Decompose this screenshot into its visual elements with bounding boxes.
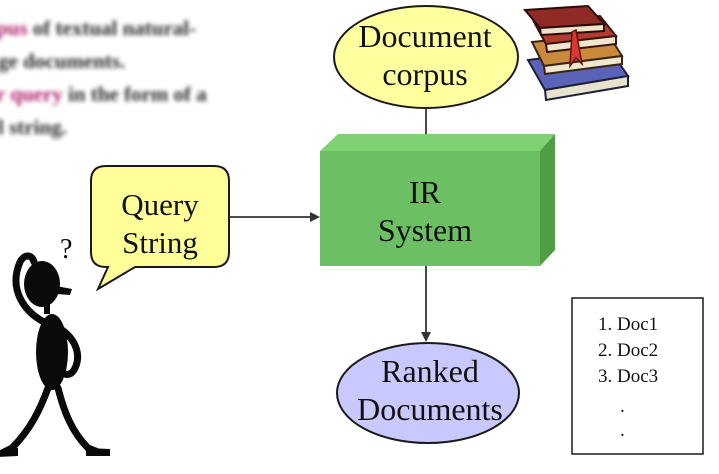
background-text: pus of textual natural- ge documents. r … <box>0 12 300 144</box>
background-text-line-4: l string. <box>0 115 67 139</box>
query-string-label: Query String <box>121 187 199 260</box>
results-list-box <box>571 297 704 455</box>
results-list-item-3: 3. Doc3 <box>598 366 659 387</box>
results-list-ellipsis-1: . <box>620 396 625 417</box>
results-list-ellipsis-2: . <box>620 420 625 441</box>
ir-system-box <box>320 134 555 266</box>
results-list-item-1: 1. Doc1 <box>598 314 659 335</box>
background-text-line-2: ge documents. <box>0 49 126 73</box>
thinking-person-icon <box>0 252 110 457</box>
document-corpus-label: Document corpus <box>358 18 492 92</box>
background-text-line-1: pus of textual natural- <box>0 16 197 40</box>
background-text-line-3: r query in the form of a <box>0 82 207 106</box>
books-icon <box>522 4 630 102</box>
ranked-documents-ellipse <box>336 342 520 444</box>
results-list-item-2: 2. Doc2 <box>598 340 659 361</box>
ir-system-label: IR System <box>377 174 473 248</box>
question-mark: ? <box>60 234 72 265</box>
results-list: 1. Doc1 2. Doc2 3. Doc3 . . <box>572 298 702 454</box>
query-string-bubble <box>90 165 230 292</box>
ranked-documents-label: Ranked Documents <box>357 353 503 427</box>
